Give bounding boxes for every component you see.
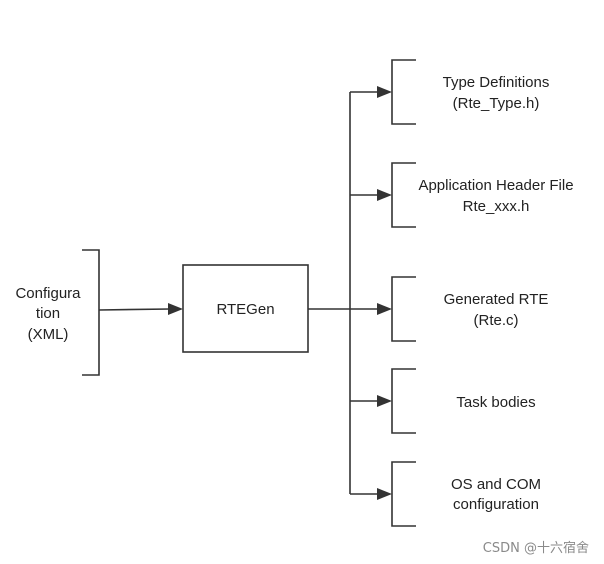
output-label-2-line1: Application Header File — [418, 177, 573, 194]
output-label-1-line1: Type Definitions — [443, 74, 550, 91]
branch-arrow-5 — [350, 488, 392, 500]
output-label-5-line1: OS and COM — [451, 476, 541, 493]
branch-arrow-2 — [350, 189, 392, 201]
branch-arrow-3 — [350, 303, 392, 315]
input-bracket-group: Configura tion (XML) — [15, 249, 100, 376]
output-label-3-line2: (Rte.c) — [474, 312, 519, 329]
branch-arrow-4 — [350, 395, 392, 407]
output-label-4-line1: Task bodies — [456, 394, 535, 411]
output-label-2-line2: Rte_xxx.h — [463, 198, 530, 215]
output-bracket-1 — [391, 59, 416, 125]
input-label-line2: tion — [36, 305, 60, 322]
output-bracket-3 — [391, 276, 416, 342]
input-bracket — [82, 249, 100, 376]
output-label-5-line2: configuration — [453, 496, 539, 513]
output-item-2: Application Header File Rte_xxx.h — [391, 162, 574, 228]
branch-arrow-1 — [350, 86, 392, 98]
output-bracket-2 — [391, 162, 416, 228]
output-item-5: OS and COM configuration — [391, 461, 541, 527]
watermark-text: CSDN @十六宿舍 — [483, 540, 589, 556]
output-bracket-5 — [391, 461, 416, 527]
output-label-3-line1: Generated RTE — [444, 291, 549, 308]
output-label-1-line2: (Rte_Type.h) — [453, 95, 540, 112]
input-label-line3: (XML) — [28, 326, 69, 343]
input-label-line1: Configura — [15, 285, 81, 302]
generator-box — [182, 264, 309, 353]
generator-label: RTEGen — [216, 301, 274, 318]
input-to-generator-arrow — [98, 303, 183, 315]
output-bracket-4 — [391, 368, 416, 434]
generator-box-group: RTEGen — [182, 264, 309, 353]
output-item-1: Type Definitions (Rte_Type.h) — [391, 59, 550, 125]
output-item-4: Task bodies — [391, 368, 536, 434]
output-item-3: Generated RTE (Rte.c) — [391, 276, 549, 342]
